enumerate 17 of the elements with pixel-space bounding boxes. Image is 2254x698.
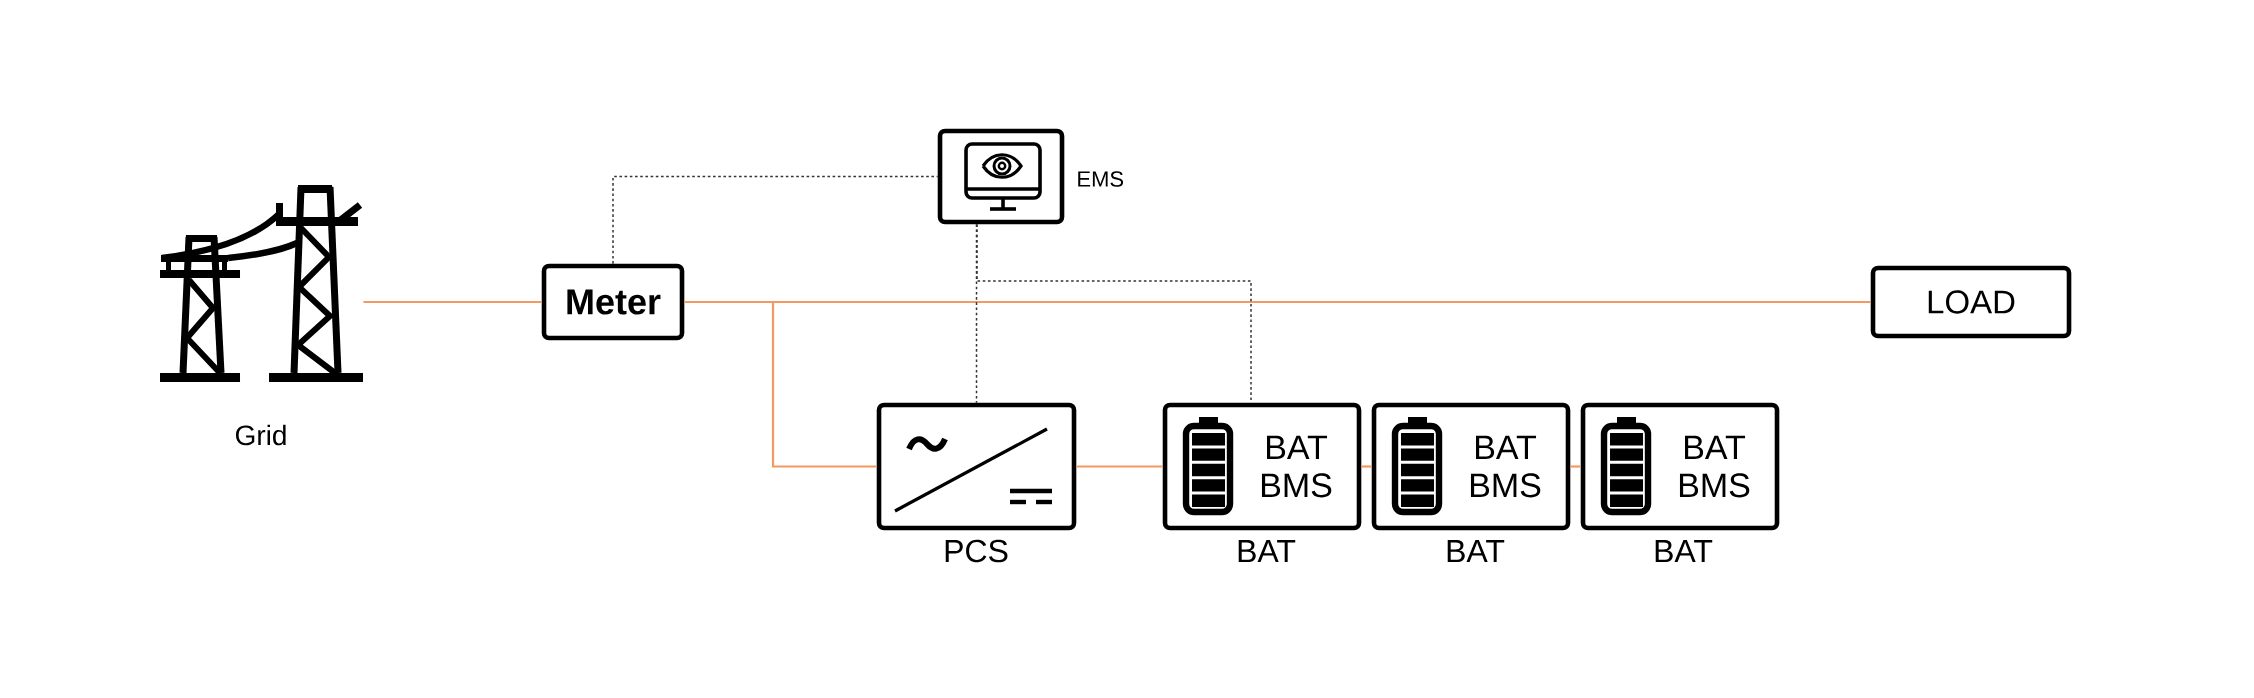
battery-box: BAT BMS <box>1371 402 1571 531</box>
node-label: BAT <box>1447 540 1505 562</box>
node-label: BAT <box>1238 540 1296 562</box>
node-label: PCS <box>945 539 1008 563</box>
node-label: EMS <box>1078 171 1124 187</box>
meter-box: Meter <box>541 263 685 341</box>
dotted-line <box>612 175 939 265</box>
power-line <box>1076 465 1163 468</box>
power-line <box>684 300 877 468</box>
battery-box: BAT BMS <box>1580 402 1780 531</box>
node-label: Grid <box>236 424 286 446</box>
battery-box: BAT BMS <box>1162 402 1362 531</box>
node-label: BAT <box>1655 540 1713 562</box>
power-line <box>1361 465 1372 468</box>
power-line <box>1570 465 1581 468</box>
power-line <box>363 300 542 304</box>
load-box: LOAD <box>1870 265 2072 339</box>
